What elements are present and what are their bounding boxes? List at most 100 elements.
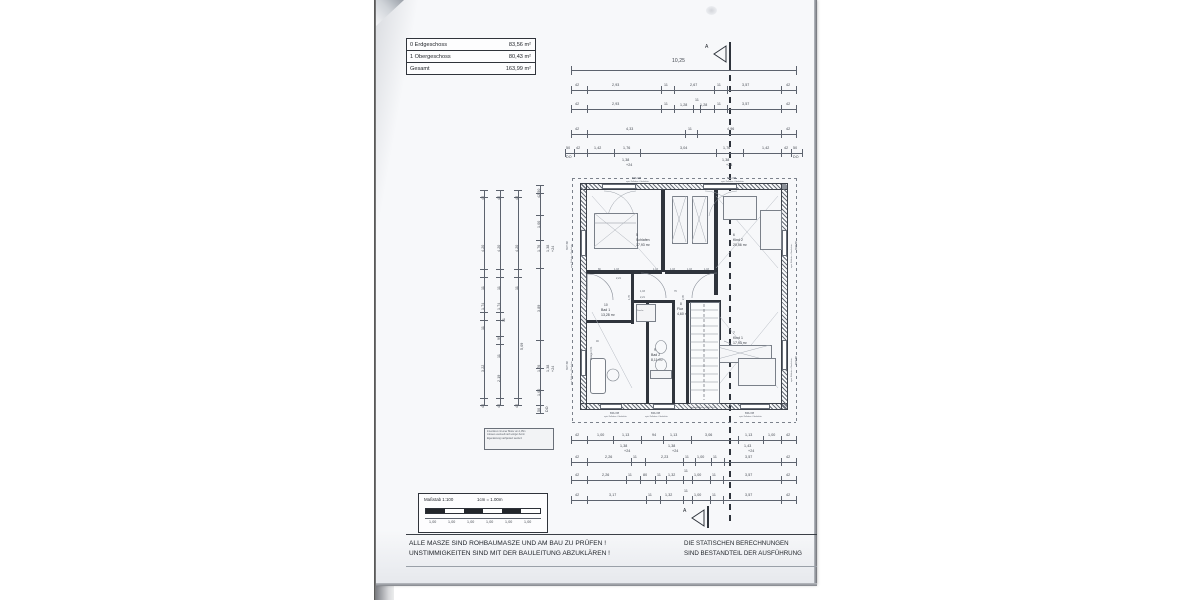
dim-extension — [710, 476, 711, 484]
dim-value: 80 — [643, 473, 648, 477]
room-name: Flur — [677, 307, 684, 311]
room-name: Bad 1 — [601, 308, 611, 312]
table-row: Gesamt 163,99 m² — [407, 63, 535, 74]
dim-extension — [480, 398, 488, 399]
dim-extension — [574, 149, 575, 157]
section-arrow-top-icon — [713, 45, 727, 63]
dim-extension — [727, 86, 728, 94]
dim-value: 1,00 — [768, 433, 776, 437]
dim-value: 1,28 — [700, 103, 708, 107]
room-area: 13,28 m² — [601, 312, 615, 317]
table-row: 1 Obergeschoss 80,43 m² — [407, 51, 535, 63]
dim-value: 42 — [575, 83, 580, 87]
room-number: 6 — [733, 233, 735, 237]
closet-cross-icon — [672, 196, 687, 243]
dim-value: 1,00 — [697, 455, 705, 459]
dim-extension — [496, 197, 504, 198]
dim-extension — [587, 105, 588, 113]
section-line-top — [729, 42, 731, 64]
interior-dim-cluster: 1,03 — [687, 268, 692, 271]
sheet-bottom-edge — [376, 583, 817, 586]
dim-value: 2,23 — [661, 455, 669, 459]
dim-extension — [781, 458, 782, 466]
dim-value: 50 — [566, 146, 571, 150]
dim-extension — [781, 436, 782, 444]
dim-extension — [796, 105, 797, 113]
wall-label-brh-left: BRH 88 — [566, 361, 569, 370]
room-label-flur: Flur 4,60 m² — [677, 307, 689, 316]
dim-extension — [496, 344, 504, 345]
room-number: 9 — [654, 348, 656, 352]
dim-extension — [781, 105, 782, 113]
dim-value: 50 — [537, 407, 541, 412]
room-label-bad1: Bad 1 13,28 m² — [601, 308, 615, 317]
furniture-bed-kind1 — [738, 358, 776, 386]
scale-segment — [502, 509, 521, 513]
dim-value: 1,13 — [670, 433, 678, 437]
dim-value: 1,74 — [497, 302, 501, 310]
room-label-schlafen: Schlafen 17,93 m² — [636, 238, 650, 247]
dim-extension — [796, 130, 797, 138]
dim-extension — [796, 458, 797, 466]
dim-value: 4,33 — [626, 127, 634, 131]
room-label-bad2: Bad 2 8,11 m² — [651, 353, 663, 362]
warning-line: SIND BESTANDTEIL DER AUSFÜHRUNG — [684, 549, 802, 557]
dim-value: 3,57 — [742, 83, 750, 87]
dim-value: 11 — [664, 83, 668, 87]
dim-value: 3,57 — [745, 493, 753, 497]
window-note: +24 — [624, 449, 631, 453]
dim-extension — [714, 86, 715, 94]
dim-extension — [674, 105, 675, 113]
warning-line: ALLE MASZE SIND ROHBAUMASZE UND AM BAU Z… — [409, 540, 607, 547]
dim-value: 42 — [786, 127, 791, 131]
area-row-label: 1 Obergeschoss — [410, 53, 451, 60]
dim-extension — [802, 149, 803, 157]
interior-wall-horizontal-3 — [587, 320, 633, 323]
warning-divider-bottom — [406, 566, 817, 567]
scale-title: Maßstab 1:100 — [424, 497, 454, 502]
scale-tick-label: 1,00 — [505, 520, 513, 524]
dim-extension — [496, 277, 504, 278]
dim-value: 3,04 — [680, 146, 688, 150]
dim-extension — [514, 190, 522, 191]
dim-extension — [587, 86, 588, 94]
dim-extension — [565, 149, 566, 157]
dim-extension — [693, 105, 694, 113]
interior-dim-cluster: 2,21 — [616, 277, 621, 280]
dim-value: 2,26 — [605, 455, 613, 459]
dim-value: 4,20 — [497, 244, 501, 252]
dim-line-left-4 — [540, 185, 541, 413]
dim-value: 11 — [684, 489, 688, 493]
furniture-closet-schlafen-mid — [692, 196, 708, 244]
dim-extension — [514, 405, 522, 406]
interior-dim-cluster: 1,76 — [628, 295, 631, 300]
dim-value: 50 — [793, 146, 798, 150]
dim-extension — [683, 476, 684, 484]
dim-line-bottom-1 — [571, 440, 796, 441]
interior-wall-horizontal-2 — [665, 270, 715, 274]
dim-extension — [480, 269, 488, 270]
wall-label-brh-right: BRH 88 — [795, 356, 798, 365]
interior-dim-cluster: 1,03 — [653, 268, 658, 271]
wall-label-brh-left: BRH 88 — [566, 241, 569, 250]
warning-line: DIE STATISCHEN BERECHNUNGEN — [684, 540, 789, 547]
dim-extension — [781, 149, 782, 157]
room-label-kind2: Kind 2 20,56 m² — [733, 238, 747, 247]
area-row-value: 80,43 m² — [508, 53, 531, 60]
furniture-closet-schlafen-top — [672, 196, 688, 244]
dim-value: 1,00 — [694, 493, 702, 497]
window-opening-bottom-1 — [600, 404, 622, 409]
dim-extension — [514, 269, 522, 270]
fixture-shower — [636, 304, 656, 322]
dim-extension — [692, 496, 693, 504]
door-width-note-box: Innentüren mit einer Breite von 1,05m mü… — [484, 428, 554, 450]
dim-extension — [536, 405, 544, 406]
room-area: 8,11 m² — [651, 357, 663, 362]
dim-extension — [791, 149, 792, 157]
window-opening-right-1 — [782, 230, 787, 256]
dim-extension — [587, 436, 588, 444]
window-opening-top-1 — [602, 184, 636, 189]
interior-wall-horizontal-1 — [587, 270, 662, 274]
window-note: +24 — [626, 163, 633, 167]
dim-value: 1,00 — [537, 220, 541, 228]
